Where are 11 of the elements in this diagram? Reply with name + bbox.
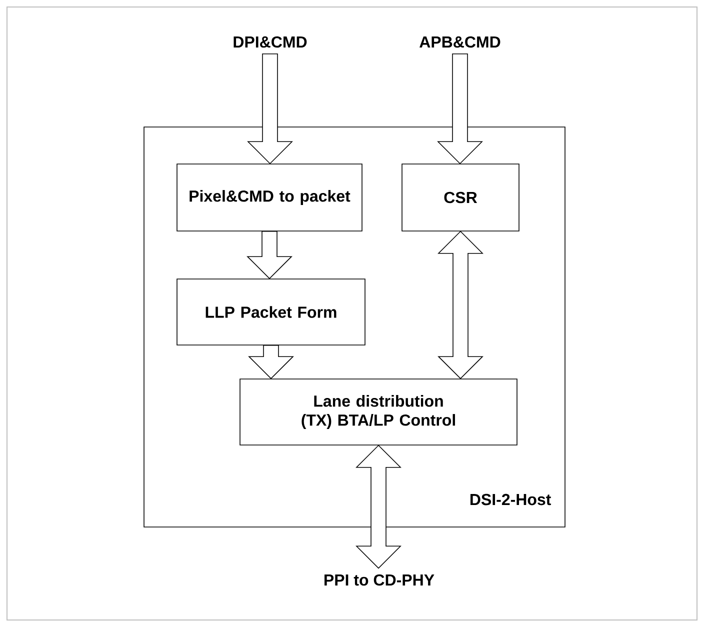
- process-box: Lane distribution (TX) BTA/LP Control: [240, 378, 518, 446]
- process-box: LLP Packet Form: [176, 278, 366, 346]
- signal-label: PPI to CD-PHY: [324, 574, 434, 586]
- block-arrow: [248, 345, 294, 380]
- signal-label: DPI&CMD: [234, 36, 307, 48]
- register-box: CSR: [402, 164, 520, 232]
- block-arrow: [247, 53, 293, 164]
- block-arrow: [437, 53, 483, 164]
- process-box: Pixel&CMD to packet: [176, 164, 362, 232]
- block-arrow: [246, 231, 292, 280]
- signal-label: APB&CMD: [420, 36, 500, 48]
